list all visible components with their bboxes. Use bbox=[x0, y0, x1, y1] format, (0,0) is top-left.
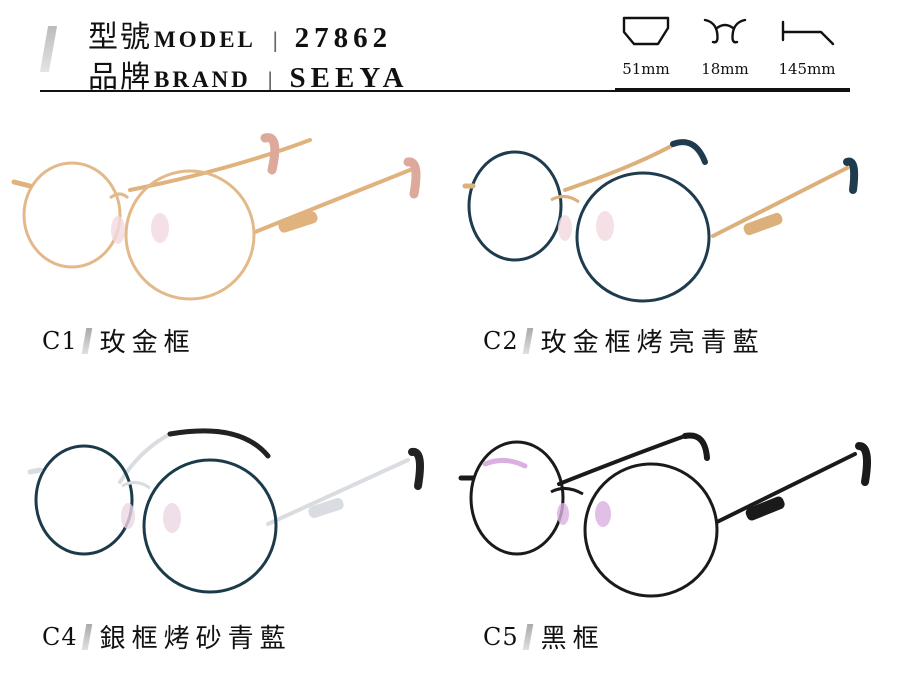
variant-code: C1 bbox=[42, 326, 78, 355]
variant-name: 玫金框烤亮青藍 bbox=[540, 328, 765, 358]
temple-length-value: 145mm bbox=[778, 60, 836, 78]
model-label-cjk: 型號 bbox=[88, 20, 152, 55]
variant-label-c4: C4 銀框烤砂青藍 bbox=[42, 618, 292, 655]
variant-code: C4 bbox=[42, 622, 78, 651]
header-accent-bar bbox=[39, 26, 58, 72]
variant-card-c4: C4 銀框烤砂青藍 bbox=[10, 410, 450, 690]
variant-card-c1: C1 玫金框 bbox=[10, 110, 450, 390]
variant-label-c1: C1 玫金框 bbox=[42, 322, 196, 359]
model-row: 型號 MODEL | 27862 bbox=[88, 12, 392, 55]
lens-width-spec: 51mm bbox=[611, 14, 681, 78]
label-slash bbox=[522, 327, 533, 354]
bridge-width-spec: 18mm bbox=[690, 14, 760, 78]
variant-name: 黑框 bbox=[540, 624, 605, 654]
lens-width-value: 51mm bbox=[622, 60, 670, 78]
brand-row: 品牌 BRAND | SEEYA bbox=[88, 52, 409, 95]
model-value: 27862 bbox=[294, 22, 393, 54]
variant-label-c2: C2 玫金框烤亮青藍 bbox=[483, 322, 765, 359]
eyeglasses-image-c1 bbox=[11, 133, 421, 301]
variant-card-c5: C5 黑框 bbox=[455, 410, 895, 690]
header-rule-accent bbox=[615, 88, 850, 92]
brand-value: SEEYA bbox=[289, 62, 409, 94]
model-separator: | bbox=[271, 28, 279, 52]
variant-name: 銀框烤砂青藍 bbox=[99, 624, 292, 654]
eyeglasses-image-c2 bbox=[462, 139, 859, 303]
spec-header: 型號 MODEL | 27862 品牌 BRAND | SEEYA 51mm 1… bbox=[0, 0, 900, 100]
temple-length-spec: 145mm bbox=[772, 14, 842, 78]
brand-separator: | bbox=[266, 68, 274, 92]
variant-name: 玫金框 bbox=[99, 328, 196, 358]
bridge-width-value: 18mm bbox=[701, 60, 749, 78]
variant-label-c5: C5 黑框 bbox=[483, 618, 605, 655]
variant-code: C2 bbox=[483, 326, 519, 355]
brand-label-cjk: 品牌 bbox=[88, 60, 152, 95]
bridge-width-icon bbox=[703, 18, 747, 44]
eyeglasses-image-c4 bbox=[27, 428, 424, 594]
eyeglasses-image-c5 bbox=[458, 432, 871, 598]
temple-length-icon bbox=[781, 20, 835, 46]
variant-card-c2: C2 玫金框烤亮青藍 bbox=[455, 110, 895, 390]
label-slash bbox=[81, 327, 92, 354]
brand-label-en: BRAND bbox=[154, 67, 251, 92]
header-rule bbox=[40, 90, 850, 92]
label-slash bbox=[522, 623, 533, 650]
lens-width-icon bbox=[622, 16, 670, 46]
variant-code: C5 bbox=[483, 622, 519, 651]
model-label-en: MODEL bbox=[154, 27, 256, 52]
label-slash bbox=[81, 623, 92, 650]
